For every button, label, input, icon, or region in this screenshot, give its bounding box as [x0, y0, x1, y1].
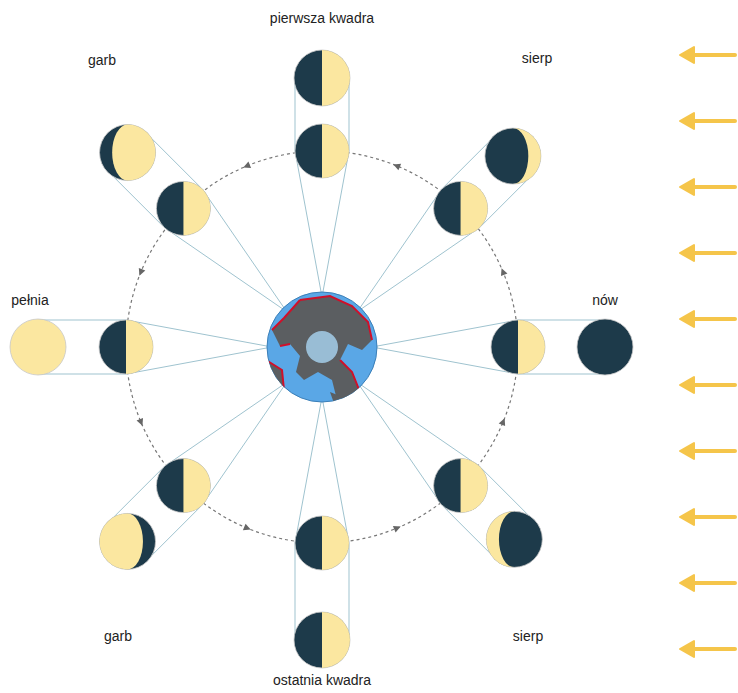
moon-lit-part [518, 320, 545, 374]
sight-line [164, 382, 286, 466]
sight-line [164, 227, 286, 311]
sun-ray-head [680, 377, 694, 393]
sun-ray-head [680, 311, 694, 327]
orbit-arrowhead [243, 524, 251, 530]
sight-line [202, 382, 286, 504]
sight-line [349, 543, 350, 640]
sun-ray [692, 251, 735, 255]
sun-ray [692, 119, 735, 123]
sight-line [357, 382, 441, 504]
moon-lit-part [126, 320, 153, 374]
sight-line [108, 467, 164, 523]
moon-disc [294, 612, 350, 668]
sight-line [357, 189, 441, 311]
moon-disc [100, 125, 156, 181]
sun-ray-head [680, 575, 694, 591]
sight-line [147, 505, 203, 561]
sun-ray [692, 53, 735, 57]
sun-ray-head [680, 179, 694, 195]
sight-lines [38, 78, 605, 640]
moon-disc [295, 124, 349, 178]
earth-globe [262, 292, 377, 420]
phase-label: pierwsza kwadra [268, 10, 376, 26]
phase-label: pełnia [9, 292, 50, 308]
sun-ray [692, 185, 735, 189]
orbit-arrowhead [501, 268, 507, 276]
sun-ray [692, 647, 735, 651]
sun-ray-head [680, 641, 694, 657]
orbit-arrowhead [499, 418, 505, 426]
sight-line [202, 189, 286, 311]
sight-line [295, 543, 296, 640]
moon-lit-part [322, 516, 349, 570]
phase-label: sierp [520, 50, 554, 66]
orbit-arrowhead [139, 268, 145, 276]
moon-disc [486, 511, 542, 567]
orbit-arrowhead [243, 162, 251, 168]
sight-line [38, 374, 126, 375]
moon-lit-part [322, 612, 350, 668]
moon-lit-part [183, 459, 210, 513]
sun-ray [692, 317, 735, 321]
sight-line [38, 320, 126, 321]
sight-line [295, 78, 296, 151]
sun-ray [692, 581, 735, 585]
moon-lit-part [486, 511, 514, 567]
moon-disc [491, 320, 545, 374]
orbit-arrowhead [393, 526, 401, 532]
moon-disc [10, 319, 66, 375]
moon-lit-part [461, 181, 488, 235]
orbit-arrowhead [137, 418, 143, 426]
sight-line [518, 320, 605, 321]
sight-line [357, 227, 479, 311]
moon-disc [99, 320, 153, 374]
moon-disc [295, 516, 349, 570]
moon-lit-part [513, 128, 541, 184]
orbit-arrows [137, 162, 508, 533]
moon-disc [100, 513, 156, 569]
sunlight-arrows [680, 47, 735, 657]
moon-lit-part [183, 181, 210, 235]
phase-label: garb [102, 628, 134, 644]
sight-line [108, 172, 164, 228]
sight-line [357, 382, 479, 466]
sight-line [147, 133, 203, 189]
orbit [126, 151, 518, 543]
moon-lit-part [322, 50, 350, 106]
moon-disc [577, 319, 633, 375]
sun-ray-head [680, 509, 694, 525]
phase-label: sierp [511, 628, 545, 644]
phase-label: ostatnia kwadra [271, 672, 373, 688]
moon-lit-part [461, 459, 488, 513]
moon-lit-part [322, 124, 349, 178]
phase-label: nów [590, 292, 620, 308]
sun-ray-head [680, 245, 694, 261]
sun-ray-head [680, 113, 694, 129]
moon-figures [10, 50, 633, 668]
moon-disc [485, 128, 541, 184]
sun-ray [692, 515, 735, 519]
moon-lit-part [100, 513, 143, 569]
moon-disc [156, 181, 210, 235]
sight-line [518, 374, 605, 375]
moon-disc [434, 181, 488, 235]
phase-label: garb [86, 52, 118, 68]
sun-ray [692, 449, 735, 453]
moon-lit-part [112, 125, 155, 181]
moon-disc [294, 50, 350, 106]
sight-line [349, 78, 350, 151]
sun-ray-head [680, 47, 694, 63]
orbit-arrowhead [393, 164, 401, 170]
sun-ray-head [680, 443, 694, 459]
moon-disc [156, 459, 210, 513]
sun-ray [692, 383, 735, 387]
moon-disc [434, 459, 488, 513]
